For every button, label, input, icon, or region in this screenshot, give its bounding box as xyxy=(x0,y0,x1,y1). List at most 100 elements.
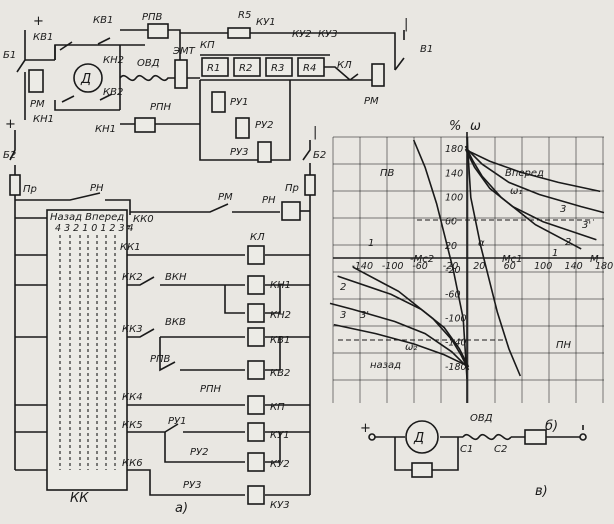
x-tick-label: 140 xyxy=(565,261,583,272)
omega1-label: ω₁ xyxy=(510,186,522,197)
kl-coil xyxy=(247,245,265,265)
v-plus-terminal xyxy=(368,433,376,441)
ru1-ctrl-label: РУ1 xyxy=(168,416,187,427)
left-supply-wire xyxy=(16,30,26,120)
kk5-label: КК5 xyxy=(122,420,143,431)
kp-label: КП xyxy=(200,40,215,51)
ku1-coil xyxy=(247,422,265,442)
series-curve-1 xyxy=(464,145,582,250)
vkn-label: ВКН xyxy=(165,272,187,283)
ru1-label: РУ1 xyxy=(230,97,249,108)
kv1-label-2: КВ1 xyxy=(93,15,113,26)
curve-3-label: 3 xyxy=(560,204,566,215)
control-rails xyxy=(14,195,311,470)
m-axis-label: M xyxy=(590,254,599,265)
x-tick-label: 60 xyxy=(504,261,516,272)
ru3-label: РУ3 xyxy=(230,147,249,158)
curve-2-label: 2 xyxy=(565,237,571,248)
v-resistor xyxy=(524,429,547,445)
kk6-label: КК6 xyxy=(122,458,143,469)
series-curve-10 xyxy=(466,136,522,377)
kk-label: КК xyxy=(70,491,89,506)
fuse-left xyxy=(9,174,21,196)
v-shunt-wire xyxy=(394,437,459,471)
row-kn2 xyxy=(224,285,281,314)
y-tick-label: 20 xyxy=(445,241,457,252)
r3-label: R3 xyxy=(271,63,284,74)
alpha-label: α xyxy=(478,238,485,249)
kl-label: КЛ xyxy=(337,60,352,71)
kn1-label: КН1 xyxy=(33,114,54,125)
chart-grid xyxy=(332,136,604,403)
r2-label: R2 xyxy=(239,63,252,74)
vkv-label: ВКВ xyxy=(165,317,186,328)
v1-switch xyxy=(394,30,405,71)
ctrl-plus: + xyxy=(5,117,16,132)
x-tick-label: 100 xyxy=(534,261,552,272)
r1-resistor xyxy=(201,57,229,77)
ru2-ctrl-label: РУ2 xyxy=(190,447,209,458)
v-motor xyxy=(405,420,439,454)
kp-coil xyxy=(247,395,265,415)
excitation-circuit: + Д ОВД С1 С2 в) xyxy=(360,413,587,499)
rm-left-label: РМ xyxy=(30,99,45,110)
row-kv2 xyxy=(159,337,281,372)
power-circuit: + | Б1 В1 РМ КВ1 КВ1 Д КН2 КВ2 КН1 КН1 Р… xyxy=(3,10,433,163)
b2-left-switch xyxy=(9,130,16,175)
curve-2b-label: 2 xyxy=(340,282,346,293)
rm-left-coil xyxy=(28,69,44,93)
kl-ctrl-label: КЛ xyxy=(250,232,265,243)
rpv-coil xyxy=(147,23,169,39)
ru1-coil xyxy=(211,91,226,113)
r5-wire xyxy=(180,32,396,70)
v-shunt-resistor xyxy=(411,462,433,478)
ru-ladder xyxy=(199,80,291,161)
rn-coil-label: РН xyxy=(262,195,276,206)
emt-coil xyxy=(174,59,188,89)
y-tick-label: 140 xyxy=(445,168,463,179)
rpn-coil xyxy=(134,117,156,133)
x-tick-label: -140 xyxy=(351,261,373,272)
kv1-coil xyxy=(247,327,265,347)
fig-b-label: б) xyxy=(545,419,558,434)
kk3-label: КК3 xyxy=(122,324,143,335)
pv-label: ПВ xyxy=(380,168,395,179)
r3-resistor xyxy=(265,57,293,77)
y-tick-label: -100 xyxy=(445,314,467,325)
rm-right-coil xyxy=(371,63,385,87)
ku3-coil xyxy=(247,485,265,505)
rn-top-label: РН xyxy=(90,183,104,194)
ku3-label: КУ3 xyxy=(318,29,338,40)
y-tick-label: 100 xyxy=(445,193,463,204)
kk1-label: КК1 xyxy=(120,242,141,253)
mc1-label: Mс1 xyxy=(502,254,523,265)
series-curve-9 xyxy=(412,139,468,380)
chart-series xyxy=(329,136,605,380)
kp-ctrl-label: КП xyxy=(270,402,285,413)
kk0-wire xyxy=(15,217,130,227)
y-tick-label: 180 xyxy=(445,144,463,155)
motor-d-label: Д xyxy=(80,72,91,87)
ovd-label: ОВД xyxy=(137,58,160,69)
kk-positions: 4 3 2 1 0 1 2 3 4 xyxy=(55,223,134,234)
minus-sign: | xyxy=(404,17,408,32)
series-curve-6 xyxy=(337,275,470,368)
rm-right-label: РМ xyxy=(364,96,379,107)
kk4-label: КК4 xyxy=(122,392,143,403)
motor-d xyxy=(73,63,103,93)
v-plus: + xyxy=(360,421,371,436)
switch-b1-label: Б1 xyxy=(3,50,16,61)
control-circuit: + | Б2 Б2 Пр Пр РН РМ РН Назад Вперед 4 … xyxy=(3,117,326,516)
v-main-wire xyxy=(375,433,580,441)
series-curve-2 xyxy=(464,148,597,241)
x-tick-label: 180% xyxy=(595,261,614,272)
resistor-return xyxy=(200,66,370,81)
rpv-ctrl-label: РПВ xyxy=(150,354,171,365)
switch-v1-label: В1 xyxy=(420,44,433,55)
ovd-winding xyxy=(119,74,200,82)
curve-3pb-label: 3' xyxy=(360,310,369,321)
series-curve-4 xyxy=(466,149,601,193)
